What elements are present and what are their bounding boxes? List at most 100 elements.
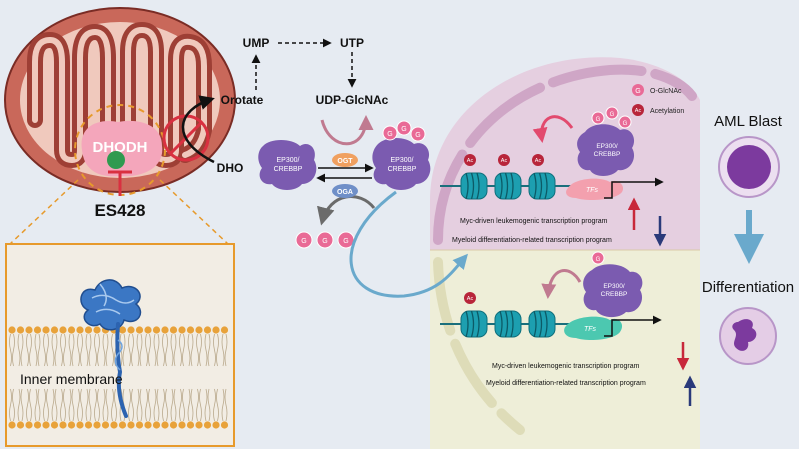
svg-text:G: G [415,132,420,139]
svg-text:EP300/: EP300/ [391,157,414,164]
svg-text:CREBBP: CREBBP [388,166,417,173]
bottom-program-myc-label: Myc-driven leukemogenic transcription pr… [492,363,640,370]
orotate-label: Orotate [221,93,264,107]
acetyl-mark-icon: Ac [532,154,544,166]
zoom-guide-left [9,179,79,245]
lipid-tail [43,333,46,367]
lipid-head [152,421,161,429]
lipid-tail [12,388,15,422]
lipid-head [127,326,135,334]
svg-text:Ac: Ac [467,158,474,164]
lipid-head [50,421,59,429]
lipid-tail [68,333,72,367]
lipid-head [212,326,220,334]
svg-text:OGA: OGA [337,189,353,196]
ep300-crebbp-enzyme-nuclear-top: EP300/ CREBBP G G G [577,106,635,176]
svg-text:Ac: Ac [467,296,474,302]
lipid-head [42,421,50,429]
lipid-tail [221,388,225,422]
lipid-head [118,326,127,334]
lipid-tail [213,333,216,367]
lipid-tail [156,388,160,422]
lipid-tail [173,333,177,367]
lipid-head [152,326,161,334]
glcnac-cycling: EP300/ CREBBP EP300/ CREBBP G G G OGT OG… [258,115,431,249]
lipid-tail [179,388,182,422]
lipid-head [76,421,84,429]
lipid-tail [131,333,134,367]
glcnac-icon: G [410,126,426,142]
lipid-head [93,326,101,334]
lipid-tail [63,333,66,367]
lipid-head [67,326,76,334]
lipid-head [186,421,195,429]
lipid-tail [136,333,140,367]
dhodh-label: DHODH [93,139,148,156]
lipid-head [135,326,144,334]
svg-text:G: G [635,88,640,95]
lipid-tail [68,388,72,422]
lipid-tail [88,333,92,367]
svg-text:G: G [596,257,601,263]
lipid-head [195,421,203,429]
dhodh-enzyme: DHODH [81,120,163,177]
dho-label: DHO [217,161,244,175]
nucleosome-icon [494,172,522,200]
glcnac-icon: G [591,111,605,125]
lipid-tail [80,333,83,367]
legend-acetylation: Ac Acetylation [632,104,684,116]
dhodh-protein-structure [80,279,142,418]
lipid-tail [46,333,49,367]
lipid-head [169,326,178,334]
svg-text:CREBBP: CREBBP [601,291,628,298]
lipid-tail [224,388,228,422]
lipid-tail [136,388,140,422]
lipid-head [118,421,127,429]
lipid-head [84,421,93,429]
nucleosome-array-top [440,172,600,200]
lipid-tail [51,333,55,367]
aml-blast-cell [718,136,780,198]
lipid-tail [216,333,219,367]
lipid-tail [26,333,29,367]
lipid-tail [9,333,12,367]
svg-text:G: G [387,131,392,138]
lipid-tail [128,388,131,422]
inner-membrane-label: Inner membrane [20,371,123,387]
nuclear-entry-arrow [349,190,468,298]
lipid-head [178,421,186,429]
lipid-tail [9,388,12,422]
lipid-head [203,421,212,429]
lipid-tail [94,333,97,367]
lipid-head [33,421,42,429]
svg-text:Acetylation: Acetylation [650,108,684,115]
lipid-head [67,421,76,429]
lipid-tail [162,333,165,367]
acetyl-mark-icon: Ac [464,292,476,304]
lipid-tail [162,388,165,422]
lipid-tail [148,333,151,367]
lipid-tail [60,333,63,367]
lipid-tail [153,388,157,422]
lipid-layer-top [8,326,229,367]
lipid-head [186,326,195,334]
lipid-tail [17,333,21,367]
lipid-tail [165,388,168,422]
utp-label: UTP [340,36,364,50]
lipid-head [16,421,25,429]
lipid-tail [153,333,157,367]
acetyl-mark-icon: Ac [498,154,510,166]
lipid-head [76,326,84,334]
lipid-tail [43,388,46,422]
lipid-tail [105,388,109,422]
lipid-tail [26,388,29,422]
lipid-tail [29,333,32,367]
lipid-tail [182,333,185,367]
lipid-head [25,326,33,334]
lipid-tail [60,388,63,422]
glcnac-icon: G [396,120,412,136]
nucleosome-icon [494,310,522,338]
lipid-tail [54,333,58,367]
differentiation-label: Differentiation [702,279,794,296]
lipid-tail [37,333,41,367]
